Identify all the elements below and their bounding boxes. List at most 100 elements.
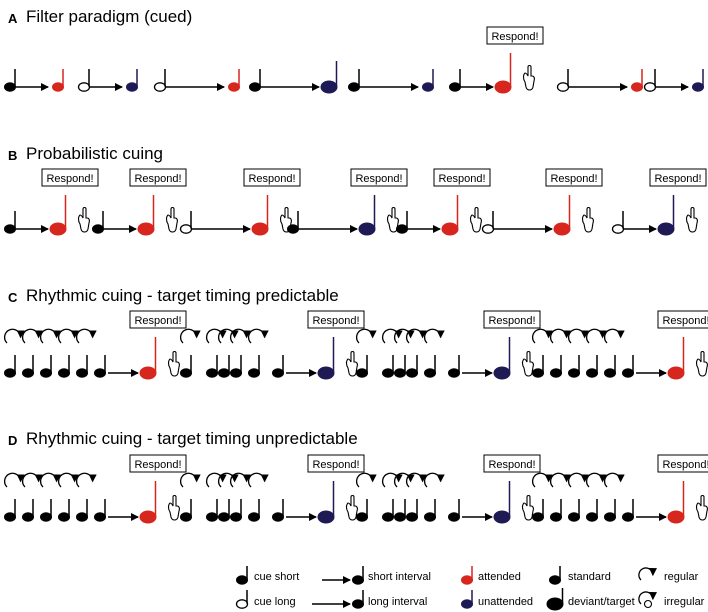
target-note bbox=[553, 195, 571, 236]
irregular-loop bbox=[247, 328, 269, 344]
regular-loop bbox=[549, 472, 571, 488]
note-head bbox=[546, 597, 564, 611]
respond-box: Respond! bbox=[129, 454, 187, 473]
respond-box-frame bbox=[129, 310, 187, 329]
note-head bbox=[550, 512, 562, 522]
trial: Respond! bbox=[531, 454, 708, 524]
standard-note-icon bbox=[549, 566, 561, 585]
respond-box-frame bbox=[483, 310, 541, 329]
note-head bbox=[352, 575, 364, 585]
irregular-loop bbox=[381, 328, 403, 344]
legend-unattended-label: unattended bbox=[478, 596, 533, 608]
cue-note bbox=[396, 211, 408, 234]
trial: Respond! bbox=[355, 310, 541, 380]
irregular-loop bbox=[205, 472, 227, 488]
pointing-hand-icon bbox=[521, 494, 534, 521]
legend-long-interval-label: long interval bbox=[368, 596, 427, 608]
note-head bbox=[481, 224, 495, 234]
note-head bbox=[58, 512, 70, 522]
respond-box: Respond! bbox=[307, 310, 365, 329]
cue-note bbox=[249, 69, 261, 92]
irregular-loop bbox=[638, 591, 657, 605]
regular-loop bbox=[638, 567, 657, 581]
rhythm-note bbox=[356, 499, 368, 522]
pointing-hand-icon bbox=[165, 206, 178, 233]
rhythm-note bbox=[230, 499, 242, 522]
legend-cue-short: cue short bbox=[236, 566, 299, 585]
note-head bbox=[180, 368, 192, 378]
regular-loop bbox=[39, 472, 61, 488]
cue-note bbox=[4, 69, 16, 92]
trial bbox=[643, 69, 704, 92]
note-head bbox=[248, 512, 260, 522]
respond-label: Respond! bbox=[134, 315, 181, 327]
irregular-loop bbox=[217, 472, 239, 488]
note-head bbox=[40, 512, 52, 522]
irregular-loop bbox=[393, 328, 415, 344]
note-head bbox=[396, 224, 408, 234]
respond-box: Respond! bbox=[350, 168, 408, 187]
short-interval-arrow-icon bbox=[322, 566, 364, 585]
note-head bbox=[532, 512, 544, 522]
respond-label: Respond! bbox=[312, 459, 359, 471]
attended-note bbox=[461, 566, 473, 585]
note-head bbox=[449, 82, 461, 92]
target-note bbox=[52, 69, 64, 92]
rhythm-note bbox=[180, 499, 192, 522]
target-note bbox=[251, 195, 269, 236]
note-head bbox=[549, 575, 561, 585]
pointing-hand-icon bbox=[469, 206, 482, 233]
note-head bbox=[358, 222, 376, 236]
note-head bbox=[137, 222, 155, 236]
panel-a-letter: A bbox=[8, 11, 18, 26]
panel-b-letter: B bbox=[8, 148, 17, 163]
respond-label: Respond! bbox=[134, 459, 181, 471]
unattended-note bbox=[461, 590, 473, 609]
target-note bbox=[631, 69, 643, 92]
rhythm-note bbox=[58, 499, 70, 522]
note-head bbox=[604, 368, 616, 378]
cue-note bbox=[348, 69, 360, 92]
regular-loop bbox=[531, 472, 553, 488]
target-note bbox=[667, 337, 685, 380]
irregular-loop bbox=[179, 472, 201, 488]
irregular-loop-icon bbox=[638, 591, 657, 609]
trial: Respond! bbox=[179, 454, 365, 524]
respond-box-frame bbox=[243, 168, 301, 187]
respond-box-frame bbox=[657, 310, 708, 329]
trial: Respond! bbox=[531, 310, 708, 380]
respond-box: Respond! bbox=[657, 454, 708, 473]
respond-box: Respond! bbox=[41, 168, 99, 187]
rhythm-note bbox=[532, 499, 544, 522]
panel-a-header: A Filter paradigm (cued) bbox=[8, 7, 192, 26]
pointing-hand-icon bbox=[345, 494, 358, 521]
regular-loop bbox=[603, 472, 625, 488]
legend-cue-long-label: cue long bbox=[254, 596, 296, 608]
note-head bbox=[424, 368, 436, 378]
hand-shape bbox=[695, 350, 708, 377]
respond-box-frame bbox=[483, 454, 541, 473]
regular-loop bbox=[75, 328, 97, 344]
trial bbox=[249, 61, 338, 94]
rhythm-note bbox=[568, 499, 580, 522]
note-head bbox=[692, 82, 704, 92]
rhythm-note bbox=[622, 499, 634, 522]
note-head bbox=[657, 222, 675, 236]
note-head bbox=[153, 82, 167, 92]
trial bbox=[348, 69, 434, 92]
pointing-hand-icon bbox=[522, 64, 535, 91]
note-head bbox=[352, 599, 364, 609]
respond-box-frame bbox=[307, 454, 365, 473]
note-head bbox=[667, 366, 685, 380]
note-head bbox=[461, 575, 473, 585]
hand-shape bbox=[469, 206, 482, 233]
respond-box-frame bbox=[41, 168, 99, 187]
respond-box: Respond! bbox=[649, 168, 707, 187]
respond-box: Respond! bbox=[483, 310, 541, 329]
note-head bbox=[22, 512, 34, 522]
trial: Respond! bbox=[3, 310, 187, 380]
rhythm-note bbox=[230, 355, 242, 378]
hand-shape bbox=[167, 494, 180, 521]
legend-deviant-label: deviant/target bbox=[568, 596, 635, 608]
trial: Respond! bbox=[4, 168, 99, 236]
